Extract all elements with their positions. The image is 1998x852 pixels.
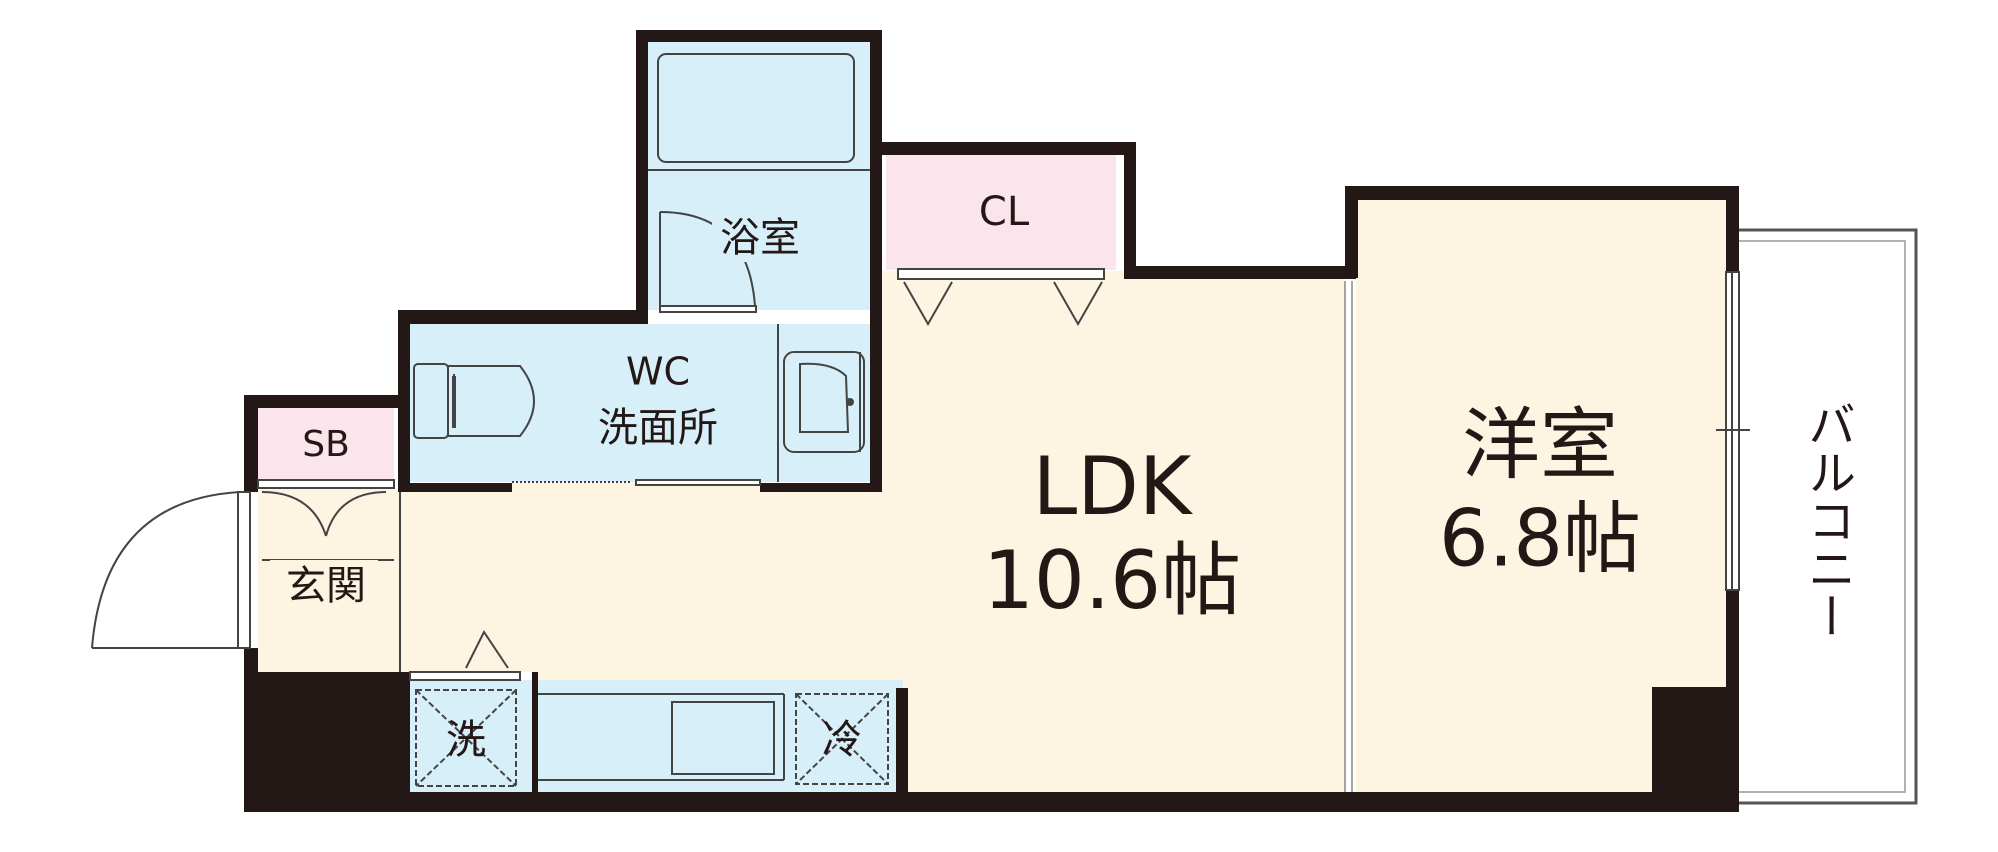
fixtures <box>91 53 1750 792</box>
bathtub <box>657 53 855 163</box>
kitchen-floor <box>410 680 903 792</box>
washer-label: 洗 <box>446 717 486 763</box>
pillar-left <box>244 672 400 812</box>
western-room-label: 洋室 <box>1462 400 1618 490</box>
western-size-label: 6.8帖 <box>1439 494 1641 584</box>
fridge-label: 冷 <box>822 717 862 763</box>
ldk-floor <box>258 271 1345 792</box>
kitchen-counter <box>538 693 785 781</box>
floor-fills <box>258 42 1726 792</box>
pillar-right <box>1652 687 1739 812</box>
washroom-label: 洗面所 <box>598 405 718 451</box>
closet-floor <box>886 155 1116 270</box>
shoebox-label: SB <box>302 424 350 465</box>
shoebox-floor <box>258 408 394 480</box>
fridge-space <box>795 693 889 785</box>
bath-label: 浴室 <box>720 215 800 261</box>
balcony-area <box>1736 228 1918 805</box>
entrance-label: 玄関 <box>286 563 366 609</box>
toilet <box>413 363 535 439</box>
ldk-size-label: 10.6帖 <box>983 534 1241 627</box>
walls <box>244 30 1739 812</box>
ldk-label: LDK <box>1033 440 1194 533</box>
washbasin <box>777 324 865 482</box>
wc-floor <box>410 324 870 482</box>
bath-floor <box>648 42 870 310</box>
closet-label: CL <box>979 189 1030 235</box>
wc-label: WC <box>626 350 690 394</box>
balcony-label: バルコニー <box>1799 400 1855 640</box>
washer-space <box>409 630 521 787</box>
